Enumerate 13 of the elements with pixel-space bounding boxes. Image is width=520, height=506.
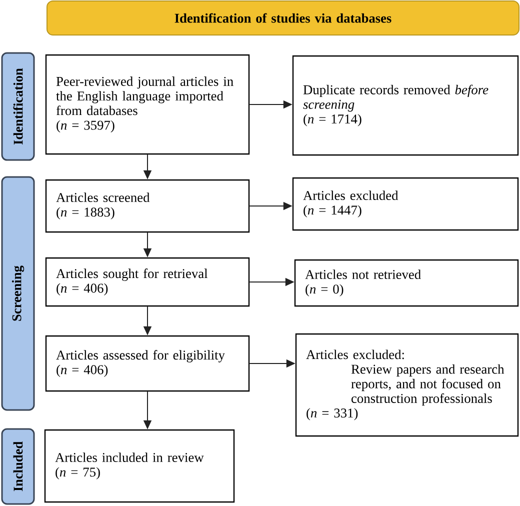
stage-band: Identification [1, 52, 35, 161]
process-box: Peer-reviewed journal articles in the English language imported from databases (n = 3597) [45, 54, 250, 155]
process-box: Articles screened (n = 1883) [45, 179, 250, 233]
process-box: Articles assessed for eligibility (n = 406) [45, 335, 250, 392]
process-box: Articles excluded (n = 1447) [292, 177, 519, 231]
stage-band: Screening [1, 176, 35, 411]
header-band: Identification of studies via databases [46, 0, 520, 36]
process-box: Articles included in review (n = 75) [44, 429, 235, 503]
process-box: Duplicate records removed before screening (n = 1714) [292, 55, 519, 156]
process-box: Articles sought for retrieval (n = 406) [45, 257, 250, 307]
stage-band: Included [1, 428, 35, 505]
process-box: Articles excluded: Review papers and research reports, and not focused on construction professionals (n = 331) [295, 333, 519, 437]
process-box: Articles not retrieved (n = 0) [294, 259, 519, 307]
